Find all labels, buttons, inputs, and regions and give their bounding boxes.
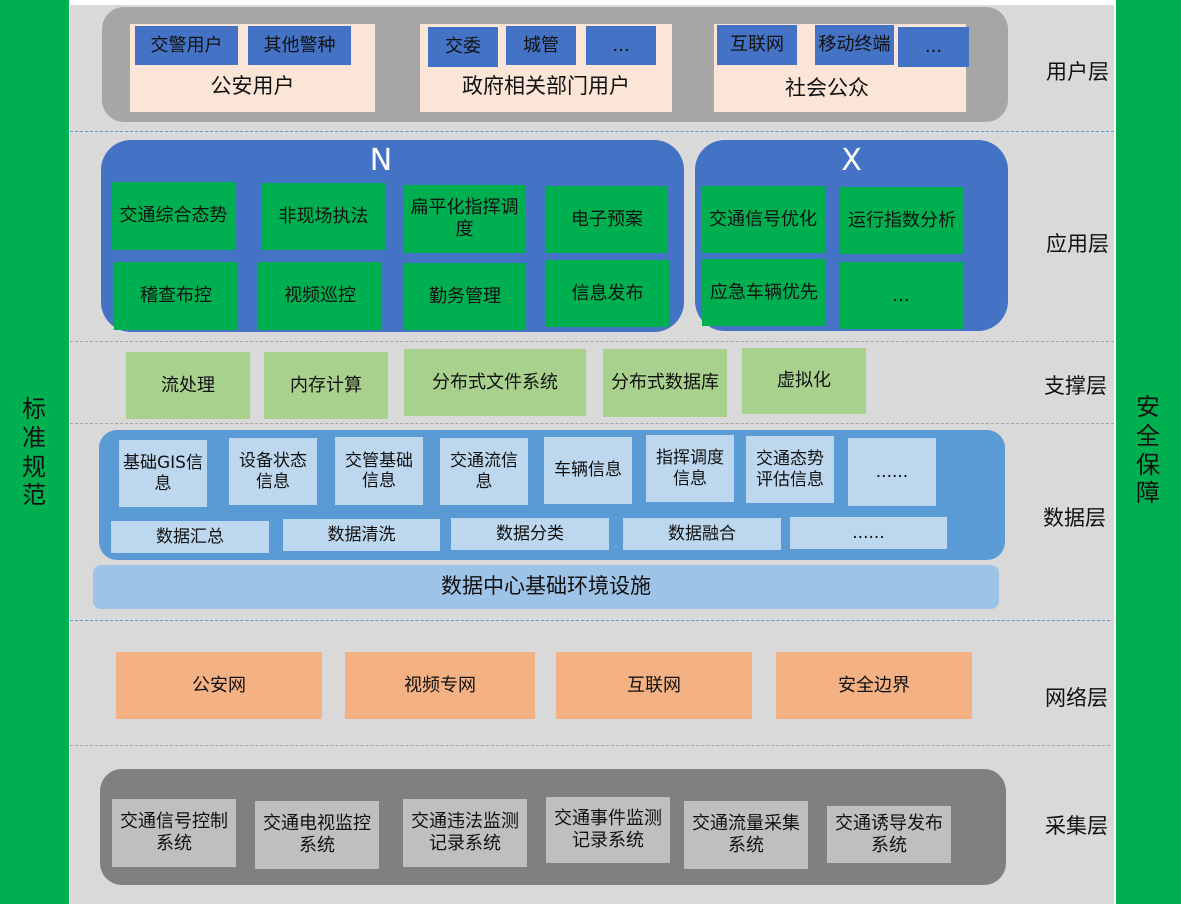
data-info-item: 交管基础信息 [335,437,423,505]
data-process-item: 数据汇总 [111,521,269,553]
user-chip-other-police: 其他警种 [248,26,351,65]
app-item: 扁平化指挥调度 [403,185,526,253]
app-item: 信息发布 [546,260,669,327]
security-label: 安全保障 [1134,393,1164,508]
support-item: 流处理 [126,352,250,419]
network-item: 视频专网 [345,652,535,719]
collection-item: 交通流量采集系统 [684,801,808,869]
user-group-title-police: 公安用户 [210,74,295,99]
collection-item: 交通诱导发布系统 [827,806,951,863]
data-center-infrastructure: 数据中心基础环境设施 [93,565,999,609]
collection-item: 交通事件监测记录系统 [546,797,670,863]
user-group-title-public: 社会公众 [785,76,869,101]
app-item: 交通信号优化 [701,186,825,253]
user-chip-more-government: ... [586,26,656,65]
app-item: 勤务管理 [404,263,526,330]
app-item: 视频巡控 [258,262,382,330]
user-chip-mobile-terminal: 移动终端 [815,25,894,65]
user-chip-more-public: ... [898,27,969,67]
user-group-title-government: 政府相关部门用户 [462,74,630,99]
security-bar: 安全保障 [1116,0,1181,904]
divider-user-app [70,131,1114,132]
data-info-item: 车辆信息 [544,437,632,504]
divider-data-network [70,620,1110,621]
data-info-item: 指挥调度信息 [646,435,734,502]
network-item: 安全边界 [776,652,972,719]
data-process-item: 数据融合 [623,518,781,550]
collection-item: 交通违法监测记录系统 [403,799,527,867]
standards-label-text: 标准规范 [22,395,46,510]
network-item: 互联网 [556,652,752,719]
user-chip-transport-commission: 交委 [428,27,498,67]
app-item: 运行指数分析 [840,187,964,254]
divider-network-collect [70,745,1110,746]
user-chip-traffic-police: 交警用户 [135,26,238,65]
app-item: ... [839,262,963,329]
layer-label-support: 支撑层 [1044,374,1107,398]
app-item: 应急车辆优先 [702,259,826,326]
data-info-item: 交通流信息 [440,438,528,505]
user-chip-internet: 互联网 [717,25,797,65]
data-info-item: ...... [848,438,936,506]
layer-label-network: 网络层 [1045,686,1108,710]
app-item: 稽查布控 [114,262,238,330]
layer-label-user: 用户层 [1046,60,1109,84]
security-label-text: 安全保障 [1136,393,1160,508]
layer-label-collection: 采集层 [1045,814,1108,838]
data-process-item: 数据清洗 [283,519,440,551]
layer-label-application: 应用层 [1046,232,1109,256]
app-panel-n-title: N [369,143,393,178]
data-info-item: 设备状态信息 [229,438,317,505]
app-item: 非现场执法 [262,183,385,250]
standards-bar: 标准规范 [0,0,69,904]
app-item: 交通综合态势 [112,182,235,250]
support-item: 分布式数据库 [603,349,727,417]
divider-support-data [70,423,1114,424]
network-item: 公安网 [116,652,322,719]
user-chip-urban-management: 城管 [506,26,576,65]
support-item: 内存计算 [264,352,388,419]
layer-label-data: 数据层 [1043,506,1106,530]
collection-item: 交通信号控制系统 [112,799,236,867]
data-process-item: ...... [790,517,947,549]
support-item: 分布式文件系统 [404,349,586,416]
collection-item: 交通电视监控系统 [255,801,379,869]
divider-app-support [70,341,1114,342]
support-item: 虚拟化 [742,348,866,414]
app-panel-x-title: X [841,143,862,178]
data-info-item: 基础GIS信息 [119,440,207,507]
data-process-item: 数据分类 [451,518,609,550]
data-info-item: 交通态势评估信息 [746,436,834,503]
standards-label: 标准规范 [20,395,50,510]
app-item: 电子预案 [546,186,668,253]
